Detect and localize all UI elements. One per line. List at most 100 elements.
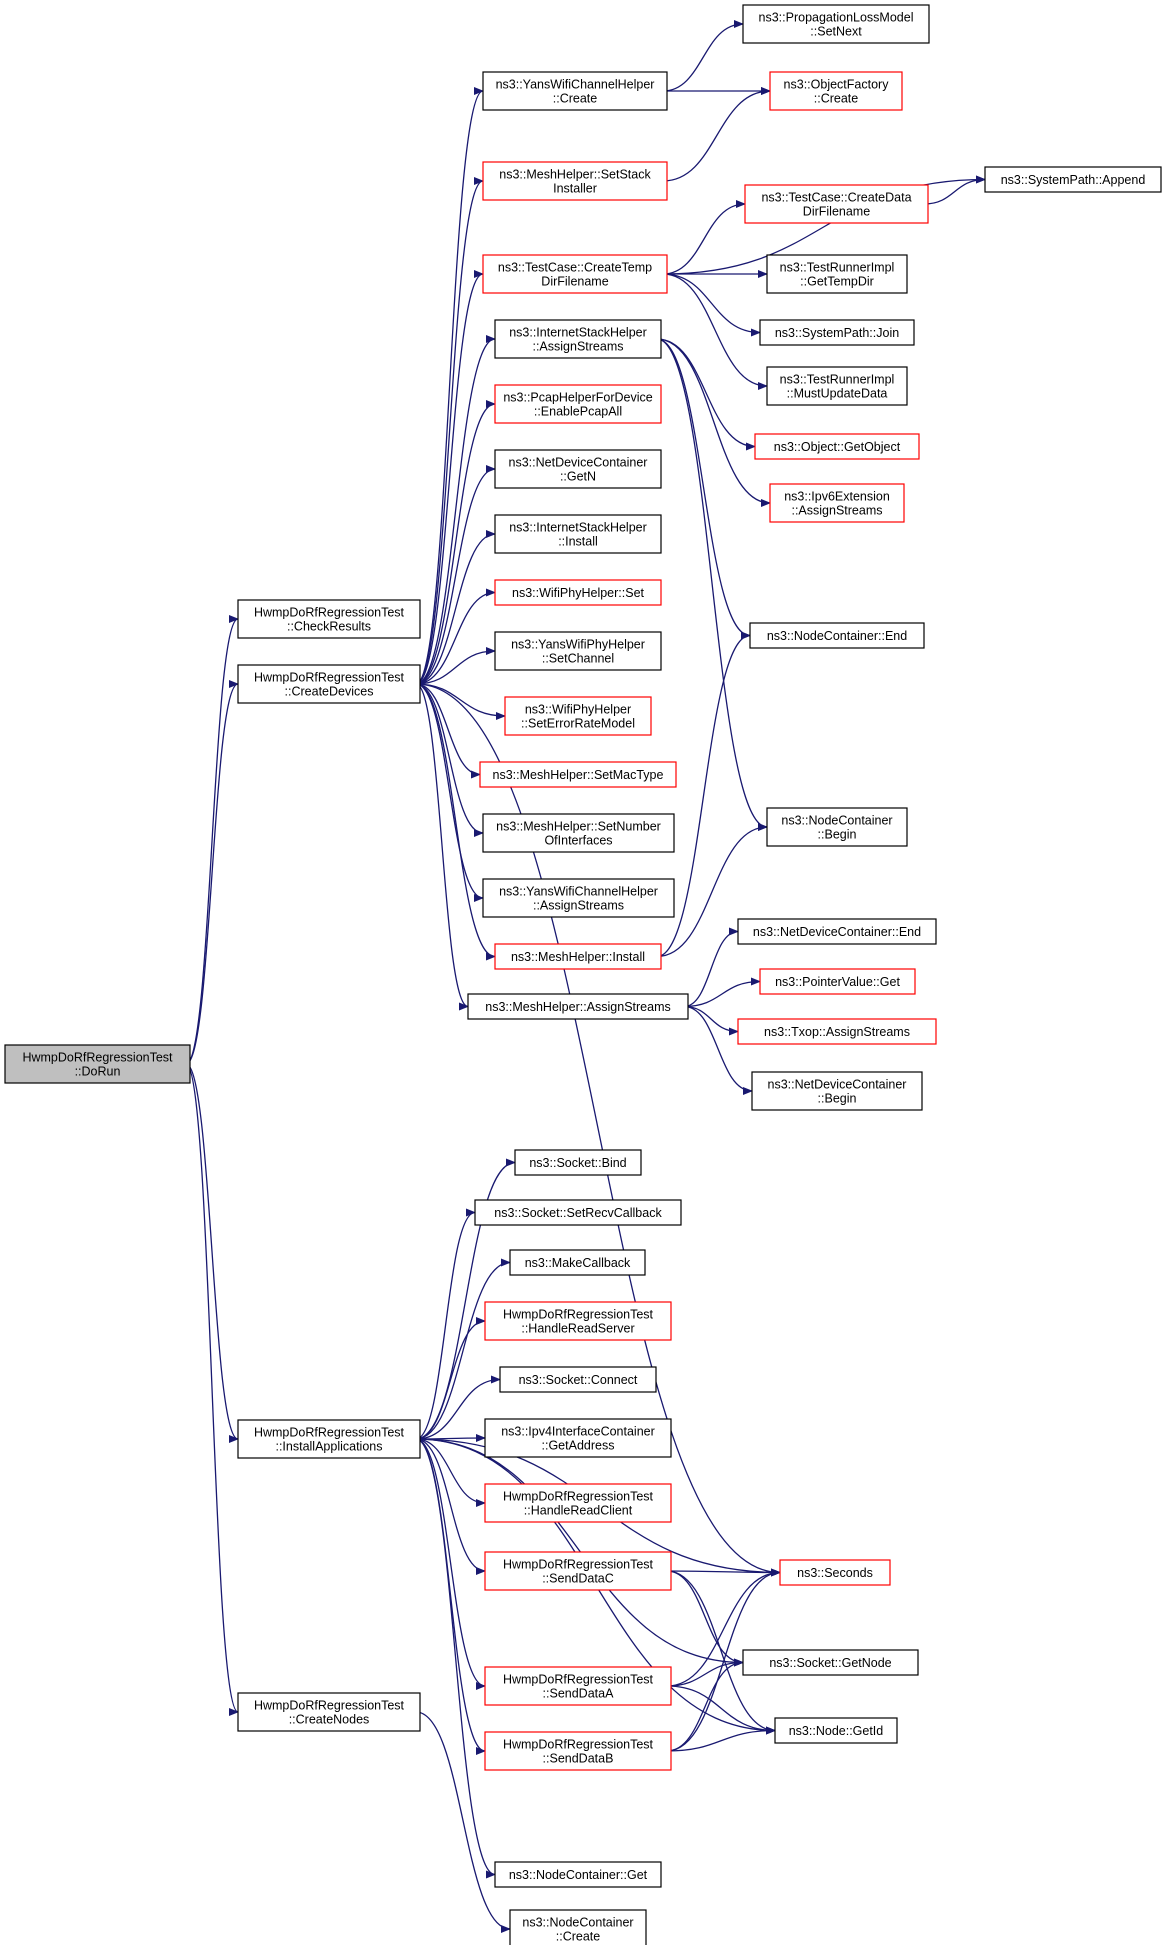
node-sp_append[interactable]: ns3::SystemPath::Append: [984, 166, 1162, 193]
edge-createtemp-to-sp_join: [662, 273, 761, 337]
node-mustupdate[interactable]: ns3::TestRunnerImpl::MustUpdateData: [766, 366, 908, 406]
node-label-line: ::SendDataB: [543, 1752, 614, 1766]
edge-createnodes-to-nc_create: [415, 1711, 511, 1933]
edge-installapps-to-senddatab: [415, 1438, 486, 1755]
node-label-line: HwmpDoRfRegressionTest: [503, 1673, 654, 1687]
node-sp_join[interactable]: ns3::SystemPath::Join: [759, 319, 915, 346]
node-box: [484, 1551, 672, 1591]
node-label-line: ns3::TestCase::CreateData: [761, 191, 911, 205]
node-sock_getnode[interactable]: ns3::Socket::GetNode: [742, 1649, 919, 1676]
node-setchannel[interactable]: ns3::YansWifiPhyHelper::SetChannel: [494, 631, 662, 671]
node-mh_assign[interactable]: ns3::MeshHelper::AssignStreams: [467, 993, 689, 1020]
node-box: [484, 1301, 672, 1341]
node-nc_end[interactable]: ns3::NodeContainer::End: [749, 622, 925, 649]
node-nc_begin[interactable]: ns3::NodeContainer::Begin: [766, 807, 908, 847]
node-label-line: ::CreateNodes: [289, 1713, 370, 1727]
node-txop[interactable]: ns3::Txop::AssignStreams: [737, 1018, 937, 1045]
node-hrclient[interactable]: HwmpDoRfRegressionTest::HandleReadClient: [484, 1483, 672, 1523]
node-ish_assign[interactable]: ns3::InternetStackHelper::AssignStreams: [494, 319, 662, 359]
node-box: [467, 993, 689, 1020]
node-label-line: OfInterfaces: [544, 834, 612, 848]
node-label-line: ::GetAddress: [542, 1439, 615, 1453]
node-sock_recvcb[interactable]: ns3::Socket::SetRecvCallback: [474, 1199, 682, 1226]
edge-mh_install-to-nc_begin: [656, 823, 768, 958]
node-label-line: ns3::Socket::Connect: [519, 1373, 638, 1387]
edge-ish_assign-to-getobject: [656, 338, 756, 451]
node-hrserver[interactable]: HwmpDoRfRegressionTest::HandleReadServer: [484, 1301, 672, 1341]
node-label-line: ::InstallApplications: [275, 1440, 382, 1454]
node-sock_connect[interactable]: ns3::Socket::Connect: [499, 1366, 657, 1393]
node-node_getid[interactable]: ns3::Node::GetId: [774, 1717, 898, 1744]
node-label-line: ns3::MeshHelper::Install: [511, 950, 645, 964]
edge-installapps-to-makecb: [415, 1258, 511, 1440]
node-nc_create[interactable]: ns3::NodeContainer::Create: [509, 1909, 647, 1945]
node-label-line: HwmpDoRfRegressionTest: [503, 1558, 654, 1572]
node-ish_install[interactable]: ns3::InternetStackHelper::Install: [494, 514, 662, 554]
node-box: [479, 761, 677, 788]
node-setmactype[interactable]: ns3::MeshHelper::SetMacType: [479, 761, 677, 788]
node-label-line: ns3::MeshHelper::SetMacType: [493, 768, 664, 782]
node-label-line: HwmpDoRfRegressionTest: [254, 671, 405, 685]
edge-createdevices-to-ish_install: [415, 530, 496, 685]
node-getobject[interactable]: ns3::Object::GetObject: [754, 433, 920, 460]
node-label-line: ns3::NetDeviceContainer: [509, 456, 648, 470]
node-yanswch_assign[interactable]: ns3::YansWifiChannelHelper::AssignStream…: [482, 878, 675, 918]
edge-senddatab-to-sock_getnode: [666, 1658, 744, 1752]
edge-installapps-to-sock_getnode: [415, 1438, 744, 1667]
node-box: [482, 813, 675, 853]
node-box: [737, 1018, 937, 1045]
node-box: [494, 384, 662, 424]
node-makecb[interactable]: ns3::MakeCallback: [509, 1249, 646, 1276]
node-seterror[interactable]: ns3::WifiPhyHelper::SetErrorRateModel: [504, 696, 652, 736]
node-label-line: ::SetChannel: [542, 652, 614, 666]
node-checkresults[interactable]: HwmpDoRfRegressionTest::CheckResults: [237, 599, 421, 639]
node-ndc_begin[interactable]: ns3::NetDeviceContainer::Begin: [751, 1071, 923, 1111]
node-ipv4_getaddr[interactable]: ns3::Ipv4InterfaceContainer::GetAddress: [484, 1418, 672, 1458]
edge-setstack-to-objfactory: [662, 87, 771, 182]
node-sock_bind[interactable]: ns3::Socket::Bind: [514, 1149, 642, 1176]
node-box: [766, 807, 908, 847]
node-box: [237, 1419, 421, 1459]
node-label-line: ns3::MakeCallback: [525, 1256, 631, 1270]
edge-createdevices-to-setmactype: [415, 683, 481, 779]
node-senddatab[interactable]: HwmpDoRfRegressionTest::SendDataB: [484, 1731, 672, 1771]
node-box: [774, 1717, 898, 1744]
node-senddatac[interactable]: HwmpDoRfRegressionTest::SendDataC: [484, 1551, 672, 1591]
node-label-line: ns3::ObjectFactory: [784, 78, 890, 92]
node-label-line: Installer: [553, 182, 597, 196]
edge-mh_assign-to-pv_get: [683, 977, 761, 1008]
node-label-line: ::MustUpdateData: [787, 387, 888, 401]
node-createnodes[interactable]: HwmpDoRfRegressionTest::CreateNodes: [237, 1692, 421, 1732]
node-label-line: ns3::WifiPhyHelper: [525, 703, 631, 717]
node-plm_setnext[interactable]: ns3::PropagationLossModel::SetNext: [742, 4, 930, 44]
node-pv_get[interactable]: ns3::PointerValue::Get: [759, 968, 916, 995]
node-ndc_getn[interactable]: ns3::NetDeviceContainer::GetN: [494, 449, 662, 489]
node-yanswch_create[interactable]: ns3::YansWifiChannelHelper::Create: [482, 71, 668, 111]
node-createdevices[interactable]: HwmpDoRfRegressionTest::CreateDevices: [237, 664, 421, 704]
edge-senddatac-to-node_getid: [666, 1570, 776, 1735]
node-ipv6ext[interactable]: ns3::Ipv6Extension::AssignStreams: [769, 483, 905, 523]
node-pcap[interactable]: ns3::PcapHelperForDevice::EnablePcapAll: [494, 384, 662, 424]
node-installapps[interactable]: HwmpDoRfRegressionTest::InstallApplicati…: [237, 1419, 421, 1459]
node-seconds[interactable]: ns3::Seconds: [779, 1559, 891, 1586]
node-label-line: ns3::Socket::GetNode: [769, 1656, 891, 1670]
node-objfactory[interactable]: ns3::ObjectFactory::Create: [769, 71, 903, 111]
node-label-line: ns3::NodeContainer::End: [767, 629, 907, 643]
node-wifiphy_set[interactable]: ns3::WifiPhyHelper::Set: [494, 579, 662, 606]
node-mh_install[interactable]: ns3::MeshHelper::Install: [494, 943, 662, 970]
node-ndc_end[interactable]: ns3::NetDeviceContainer::End: [737, 918, 937, 945]
edge-installapps-to-hrclient: [415, 1438, 486, 1507]
node-label-line: ns3::Object::GetObject: [774, 440, 901, 454]
node-senddataa[interactable]: HwmpDoRfRegressionTest::SendDataA: [484, 1666, 672, 1706]
node-box: [237, 599, 421, 639]
node-nc_get[interactable]: ns3::NodeContainer::Get: [494, 1861, 662, 1888]
edge-createdevices-to-yanswch_assign: [415, 683, 484, 902]
node-label-line: HwmpDoRfRegressionTest: [22, 1051, 173, 1065]
edge-mh_assign-to-ndc_end: [683, 927, 739, 1008]
node-label-line: ns3::Node::GetId: [789, 1724, 884, 1738]
node-gettempdir[interactable]: ns3::TestRunnerImpl::GetTempDir: [766, 254, 908, 294]
